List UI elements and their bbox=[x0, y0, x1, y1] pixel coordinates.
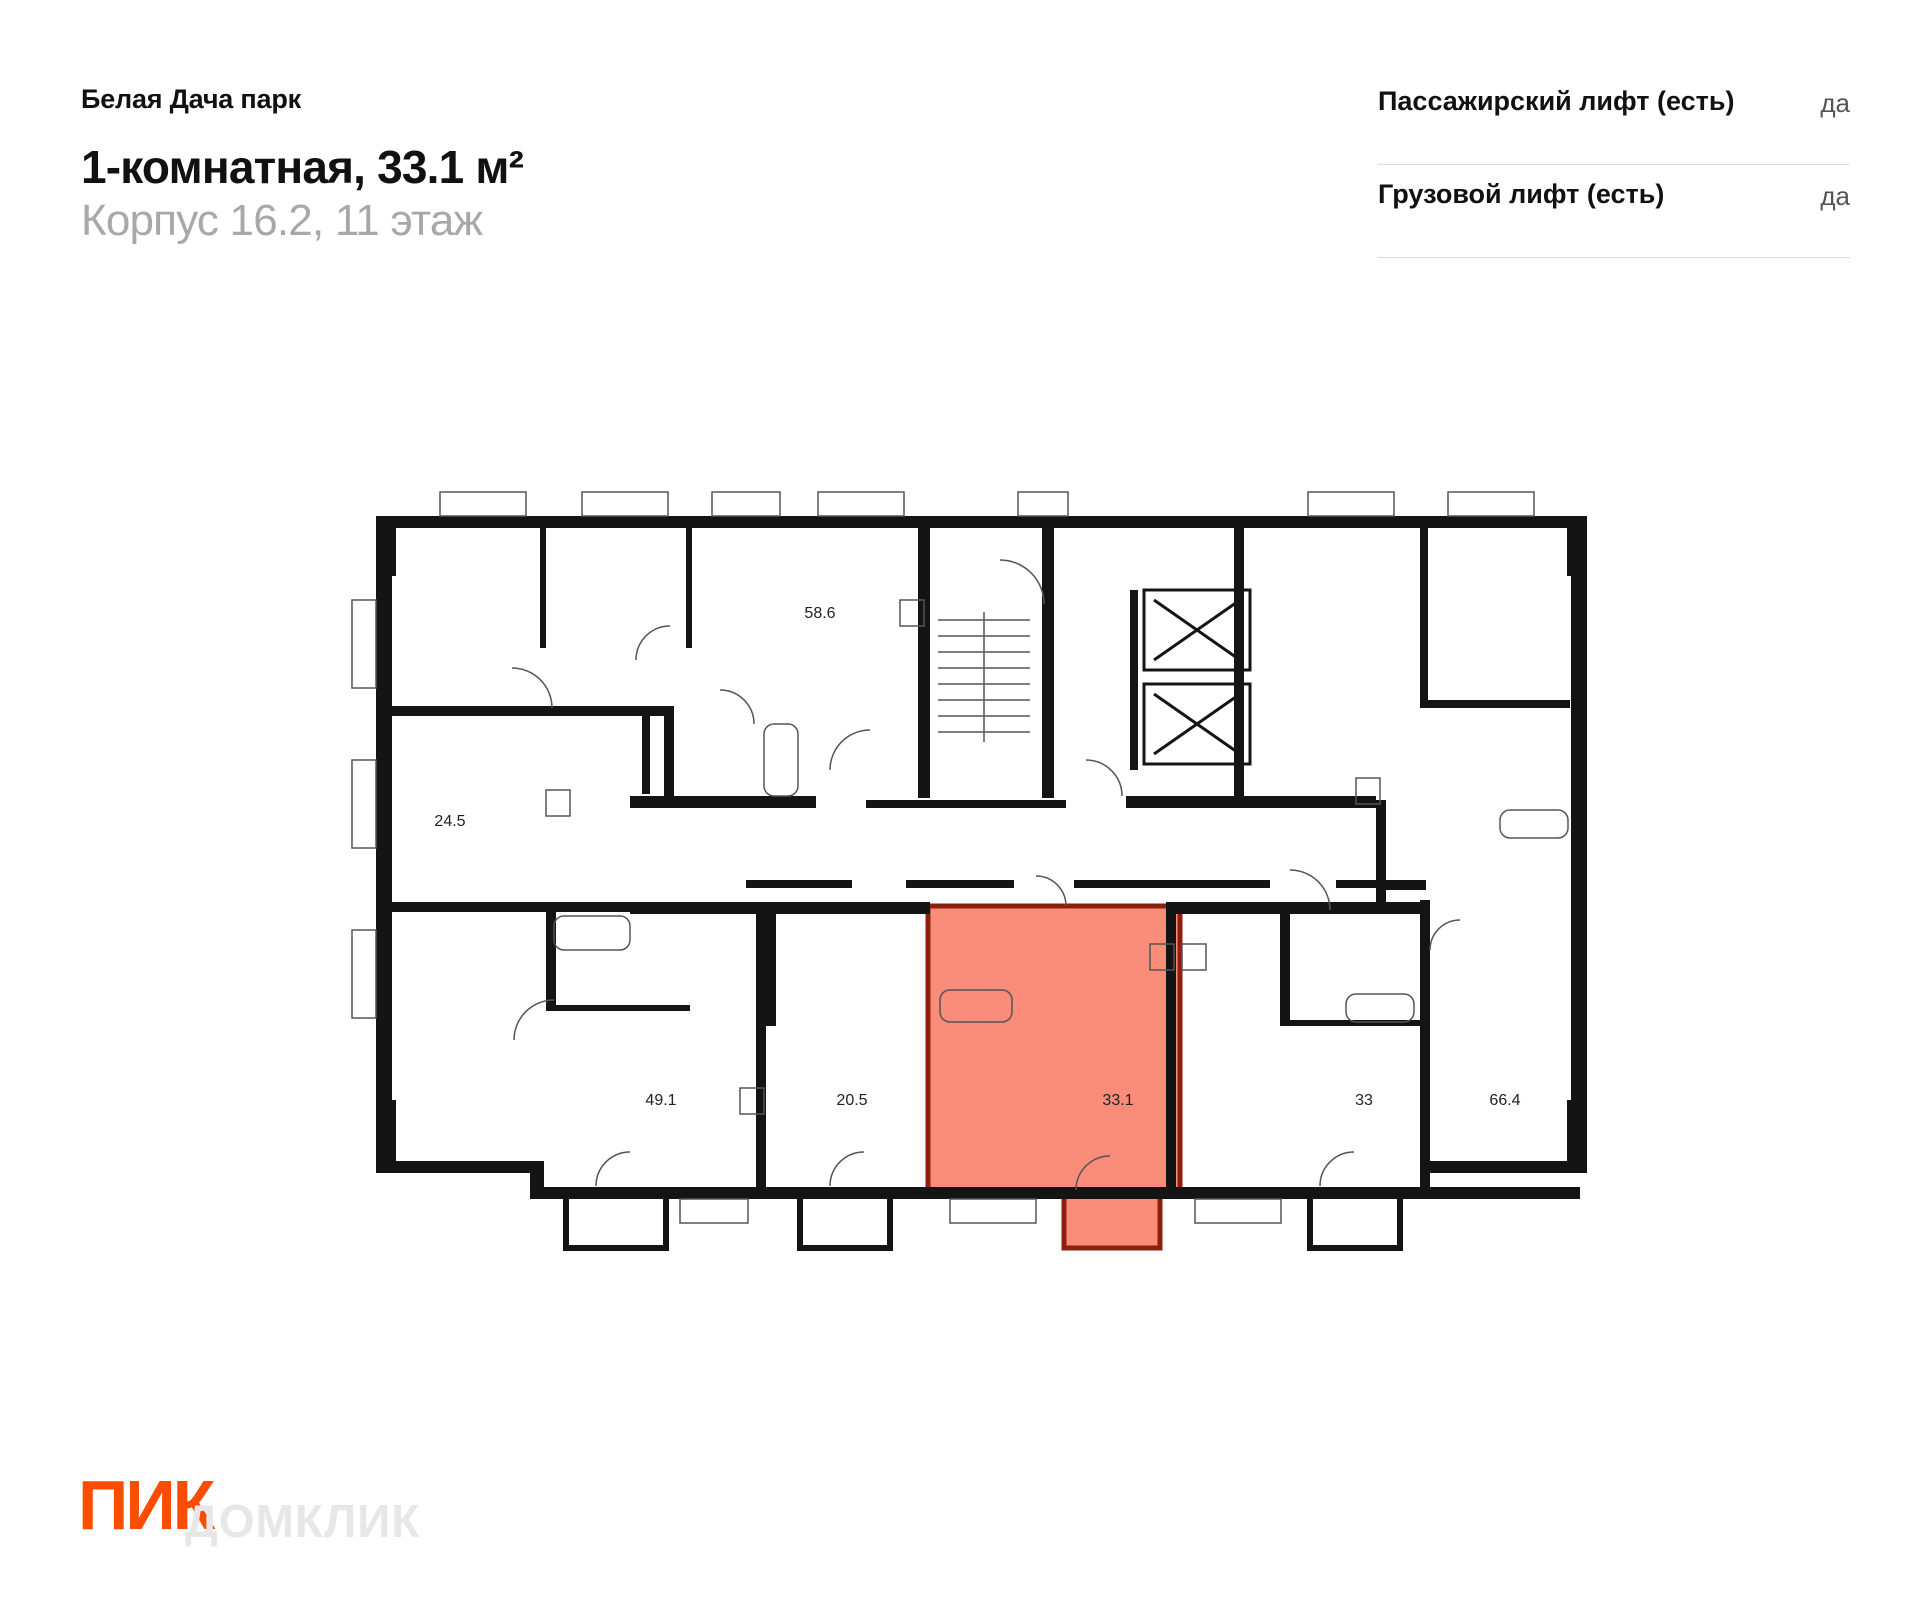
room-area-33-1: 33.1 bbox=[1102, 1092, 1133, 1109]
feature-value: да bbox=[1820, 88, 1850, 118]
stoves bbox=[545, 599, 1381, 1115]
feature-label: Грузовой лифт (есть) bbox=[1378, 179, 1665, 209]
feature-freight-lift: Грузовой лифт (есть) да bbox=[1378, 165, 1850, 258]
features-list: Пассажирский лифт (есть) да Грузовой лиф… bbox=[1378, 72, 1850, 258]
staircase bbox=[938, 612, 1030, 742]
doors bbox=[511, 559, 1461, 1191]
corridor-walls bbox=[632, 800, 1376, 888]
project-name: Белая Дача парк bbox=[81, 84, 301, 114]
bathtubs bbox=[553, 723, 1569, 1023]
feature-label: Пассажирский лифт (есть) bbox=[1378, 86, 1735, 116]
room-area-49-1: 49.1 bbox=[645, 1092, 676, 1109]
apartment-title: 1-комнатная, 33.1 м² bbox=[81, 141, 524, 193]
pik-logo: ПИК bbox=[78, 1466, 215, 1544]
domclick-watermark: ДОМКЛИК bbox=[185, 1495, 421, 1547]
feature-passenger-lift: Пассажирский лифт (есть) да bbox=[1378, 72, 1850, 165]
room-area-33: 33 bbox=[1355, 1092, 1373, 1109]
feature-value: да bbox=[1820, 181, 1850, 211]
elevator-shafts bbox=[1142, 588, 1252, 766]
windows bbox=[351, 491, 1535, 1224]
building-floor: Корпус 16.2, 11 этаж bbox=[81, 196, 483, 245]
room-area-58-6: 58.6 bbox=[804, 605, 835, 622]
room-area-66-4: 66.4 bbox=[1489, 1092, 1520, 1109]
bay-windows bbox=[563, 1199, 1403, 1251]
exterior-walls bbox=[376, 516, 1587, 1199]
room-area-24-5: 24.5 bbox=[434, 813, 465, 830]
room-area-20-5: 20.5 bbox=[836, 1092, 867, 1109]
